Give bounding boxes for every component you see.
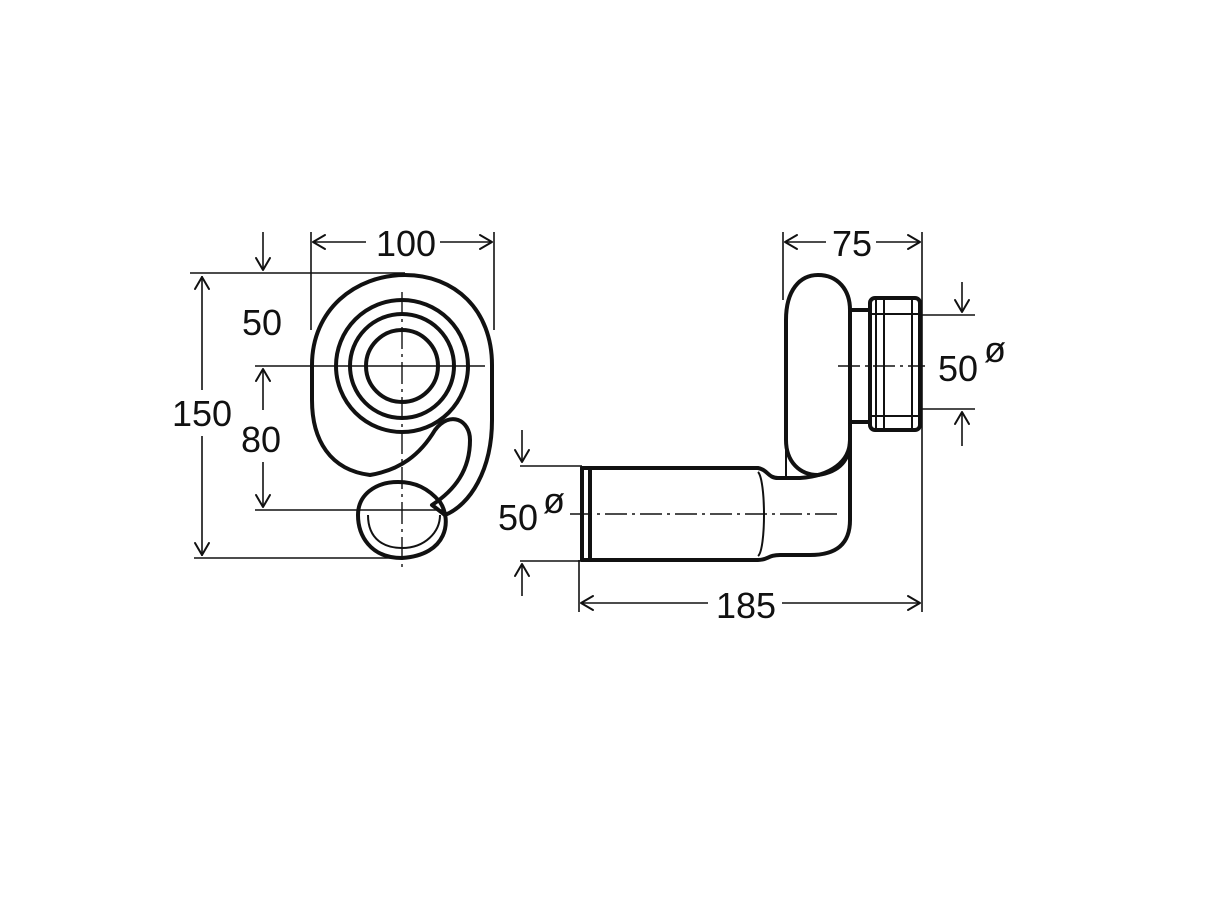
side-depth-label: 75 xyxy=(832,223,872,264)
side-inlet-dia-label: 50 xyxy=(498,497,538,538)
side-length-label: 185 xyxy=(716,585,776,626)
side-outlet-dia-label: 50 xyxy=(938,348,978,389)
side-inlet-dia-arrow-top xyxy=(514,449,530,463)
front-height-arrow-top xyxy=(194,276,210,290)
front-width-arrow-left xyxy=(312,234,326,250)
front-center-dist-label: 80 xyxy=(241,419,281,460)
front-view: 100 150 50 80 xyxy=(172,223,495,568)
front-inlet-inner-edge xyxy=(367,514,441,550)
side-depth-arrow-right xyxy=(907,234,921,250)
side-inlet-dia-arrow-bottom xyxy=(514,563,530,577)
front-offset-arrow xyxy=(255,257,271,271)
front-width-label: 100 xyxy=(376,223,436,264)
side-outlet-dia-arrow-top xyxy=(954,299,970,313)
side-view: 75 50 ø 50 ø 185 xyxy=(498,223,1006,626)
side-outlet-dia-arrow-bottom xyxy=(954,411,970,425)
front-offset-label: 50 xyxy=(242,302,282,343)
side-outlet-collar xyxy=(868,296,922,432)
side-inlet-pipe-step xyxy=(757,471,765,557)
front-height-label: 150 xyxy=(172,393,232,434)
side-inlet-dia-symbol: ø xyxy=(543,480,565,521)
side-body-outline xyxy=(784,273,852,477)
side-length-arrow-right xyxy=(907,595,921,611)
side-length-arrow-left xyxy=(580,595,594,611)
front-body-outline xyxy=(310,273,494,517)
front-center-dist-arrow-bottom xyxy=(255,494,271,508)
front-center-dist-arrow-top xyxy=(255,368,271,382)
front-height-arrow-bottom xyxy=(194,542,210,556)
side-depth-arrow-left xyxy=(784,234,798,250)
side-inlet-pipe-outline xyxy=(580,438,852,562)
front-width-arrow-right xyxy=(479,234,493,250)
side-outlet-dia-symbol: ø xyxy=(984,329,1006,370)
front-inlet-circle xyxy=(356,480,448,560)
